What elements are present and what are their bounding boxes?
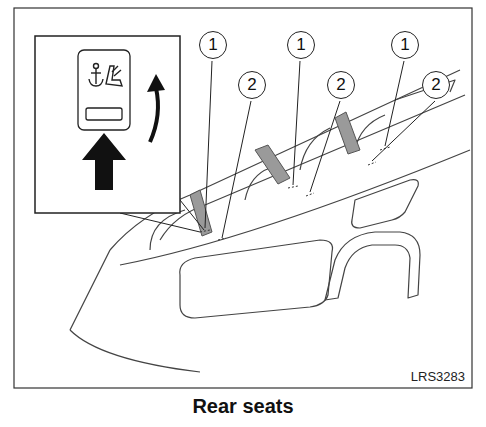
leader-lines — [205, 61, 435, 238]
figure-caption: Rear seats — [192, 395, 293, 418]
inset-detail — [35, 36, 204, 232]
callout-number: 2 — [422, 71, 450, 99]
callout-number: 2 — [238, 71, 266, 99]
callout-number: 1 — [199, 31, 227, 59]
seat-belts — [190, 112, 360, 236]
anchor-marks — [200, 147, 390, 240]
callout-number: 2 — [327, 71, 355, 99]
figure-code: LRS3283 — [411, 369, 465, 384]
figure-frame — [14, 8, 472, 388]
callout-number: 1 — [391, 31, 419, 59]
callout-number: 1 — [287, 31, 315, 59]
